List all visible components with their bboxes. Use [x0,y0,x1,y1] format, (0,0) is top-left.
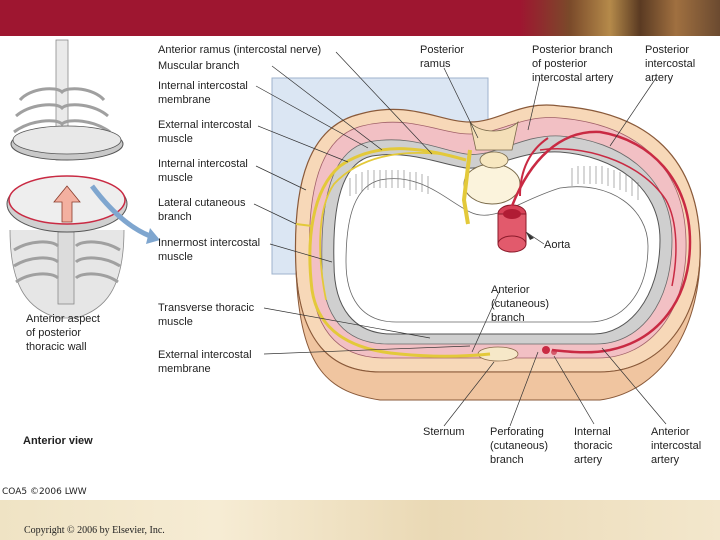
wall-lower-rim [295,239,701,401]
label-innermost-intercostal-muscle: Innermost intercostal muscle [158,237,261,263]
label-posterior-ramus: Posterior ramus [420,44,465,70]
internal-thoracic-artery [542,346,550,354]
rib-hatching-right [571,166,639,200]
up-arrow [53,185,81,223]
leader-lines [253,51,667,427]
credit-text: COA5 ©2006 LWW [2,487,87,497]
label-external-intercostal-muscle: External intercostal muscle [158,119,252,145]
lateral-cutaneous-nerve [295,223,313,227]
cavity-interior [345,178,649,323]
label-anterior-ramus: Anterior ramus (intercostal nerve) [158,44,322,56]
header-banner [0,0,720,36]
label-anterior-view: Anterior view [23,435,93,447]
posterior-branch-artery-path [519,137,549,197]
rib-hatching-left [349,170,429,196]
label-anterior-aspect: Anterior aspect of posterior thoracic wa… [26,313,100,353]
label-sternum: Sternum [423,426,465,438]
collateral-nerve [319,151,441,301]
label-perforating-branch: Perforating (cutaneous) branch [490,426,549,466]
footer-band [0,500,720,540]
label-posterior-intercostal-artery: Posterior intercostal artery [645,44,696,84]
copyright-text: Copyright © 2006 by Elsevier, Inc. [24,525,165,536]
view-arrow-head [146,228,160,244]
label-posterior-branch-artery: Posterior branch of posterior intercosta… [532,44,614,84]
spinal-canal [479,151,509,169]
view-arrow [90,184,151,239]
label-external-intercostal-membrane: External intercostal membrane [158,349,252,375]
label-internal-thoracic-artery: Internal thoracic artery [574,426,613,466]
label-anterior-cutaneous-branch: Anterior (cutaneous) branch [491,284,550,324]
label-transverse-thoracic-muscle: Transverse thoracic muscle [158,302,255,328]
label-internal-intercostal-membrane: Internal intercostal membrane [158,80,248,106]
label-aorta: Aorta [544,239,571,251]
collateral-artery [539,148,677,287]
section-slice-upper-top [12,125,122,155]
label-anterior-intercostal-artery: Anterior intercostal artery [651,426,702,466]
aorta-bottom [497,235,527,253]
posterior-intercostal-artery-path [510,130,692,354]
aorta-arrow [526,232,534,240]
label-internal-intercostal-muscle: Internal intercostal muscle [158,158,248,184]
vertebral-body [463,163,521,205]
intercostal-nerve [308,147,491,358]
label-lateral-cutaneous-branch: Lateral cutaneous branch [158,197,246,223]
label-muscular-branch: Muscular branch [158,60,240,72]
spinal-nerve [461,149,472,225]
ribcage-thumbnail [9,229,125,319]
banner-artwork [520,0,720,36]
spinous-process [469,120,519,151]
aorta-lumen [503,209,521,219]
